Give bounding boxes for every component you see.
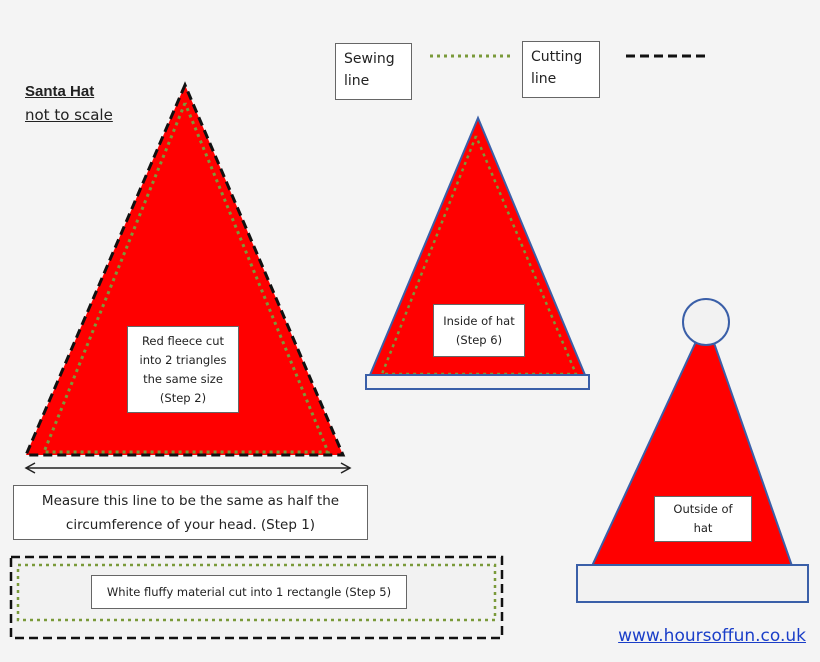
fleece-sewing-line — [41, 102, 331, 454]
measure-instruction: Measure this line to be the same as half… — [13, 485, 368, 540]
page-subtitle: not to scale — [25, 106, 113, 124]
inside-hat-brim — [365, 374, 590, 390]
inside-hat-label: Inside of hat (Step 6) — [433, 304, 525, 357]
red-fleece-label: Red fleece cut into 2 triangles the same… — [127, 326, 239, 413]
website-link[interactable]: www.hoursoffun.co.uk — [618, 626, 806, 646]
white-rectangle-label: White fluffy material cut into 1 rectang… — [91, 575, 407, 609]
measure-arrow — [24, 462, 352, 474]
pompom — [682, 298, 730, 346]
fleece-cutting-line — [23, 81, 346, 457]
page-title: Santa Hat — [25, 83, 95, 100]
white-rectangle-sewing-line — [16, 563, 497, 622]
legend-sewing-label: Sewing line — [335, 43, 412, 100]
fleece-triangle — [26, 85, 343, 455]
outside-hat-brim — [576, 564, 809, 603]
outside-hat-label: Outside of hat — [654, 496, 752, 542]
legend-cutting-label: Cutting line — [522, 41, 600, 98]
